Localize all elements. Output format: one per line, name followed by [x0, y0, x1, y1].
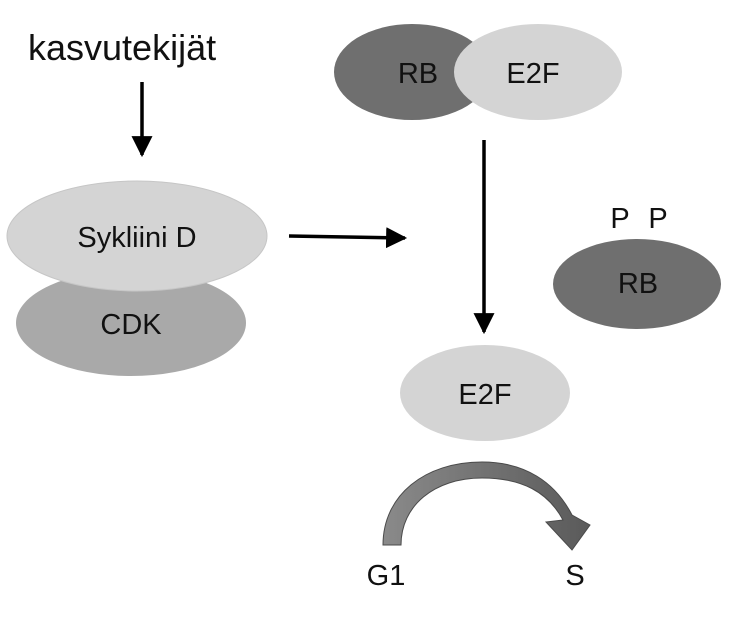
e2f-bound-ellipse — [454, 24, 622, 120]
phosphate-label-2: P — [648, 203, 667, 235]
growth-factors-label: kasvutekijät — [28, 27, 216, 68]
cyclin-d-ellipse — [6, 180, 268, 292]
cdk-ellipse — [16, 270, 246, 376]
rb-bound-label: RB — [398, 58, 438, 90]
rb-ellipse — [334, 24, 490, 120]
s-phase-label: S — [565, 560, 584, 592]
free-e2f-ellipse — [400, 345, 570, 441]
free-e2f-label: E2F — [458, 379, 511, 411]
g1-phase-label: G1 — [367, 560, 406, 592]
phosphate-label-1: P — [610, 203, 629, 235]
phospho-rb-label: RB — [618, 268, 658, 300]
cdk-label: CDK — [100, 309, 162, 341]
cyclin-cdk-arrow — [288, 227, 408, 249]
cyclin-d-label: Sykliini D — [77, 222, 196, 254]
g1-to-s-curved-arrow — [382, 461, 591, 551]
phospho-rb-ellipse — [553, 239, 721, 329]
e2f-bound-label: E2F — [506, 58, 559, 90]
